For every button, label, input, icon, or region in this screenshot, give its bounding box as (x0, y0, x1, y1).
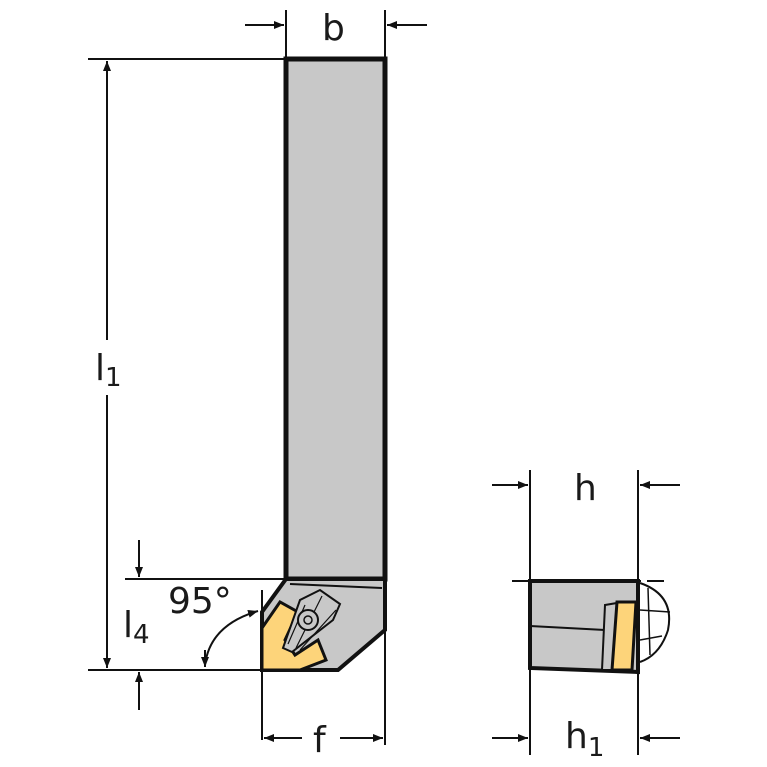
dim-angle: 95° (168, 581, 232, 622)
shank-body (283, 56, 388, 582)
dim-l1: l1 (95, 348, 122, 393)
end-view: h h1 (492, 468, 680, 763)
dim-b: b (322, 8, 345, 49)
end-insert (610, 600, 638, 672)
dim-l4: l4 (123, 605, 150, 650)
dim-h: h (574, 468, 597, 509)
dim-f: f (313, 720, 327, 761)
dim-h1: h1 (565, 716, 604, 763)
top-view: b l1 l4 95° f (88, 8, 427, 761)
clamp-icon (281, 588, 342, 654)
